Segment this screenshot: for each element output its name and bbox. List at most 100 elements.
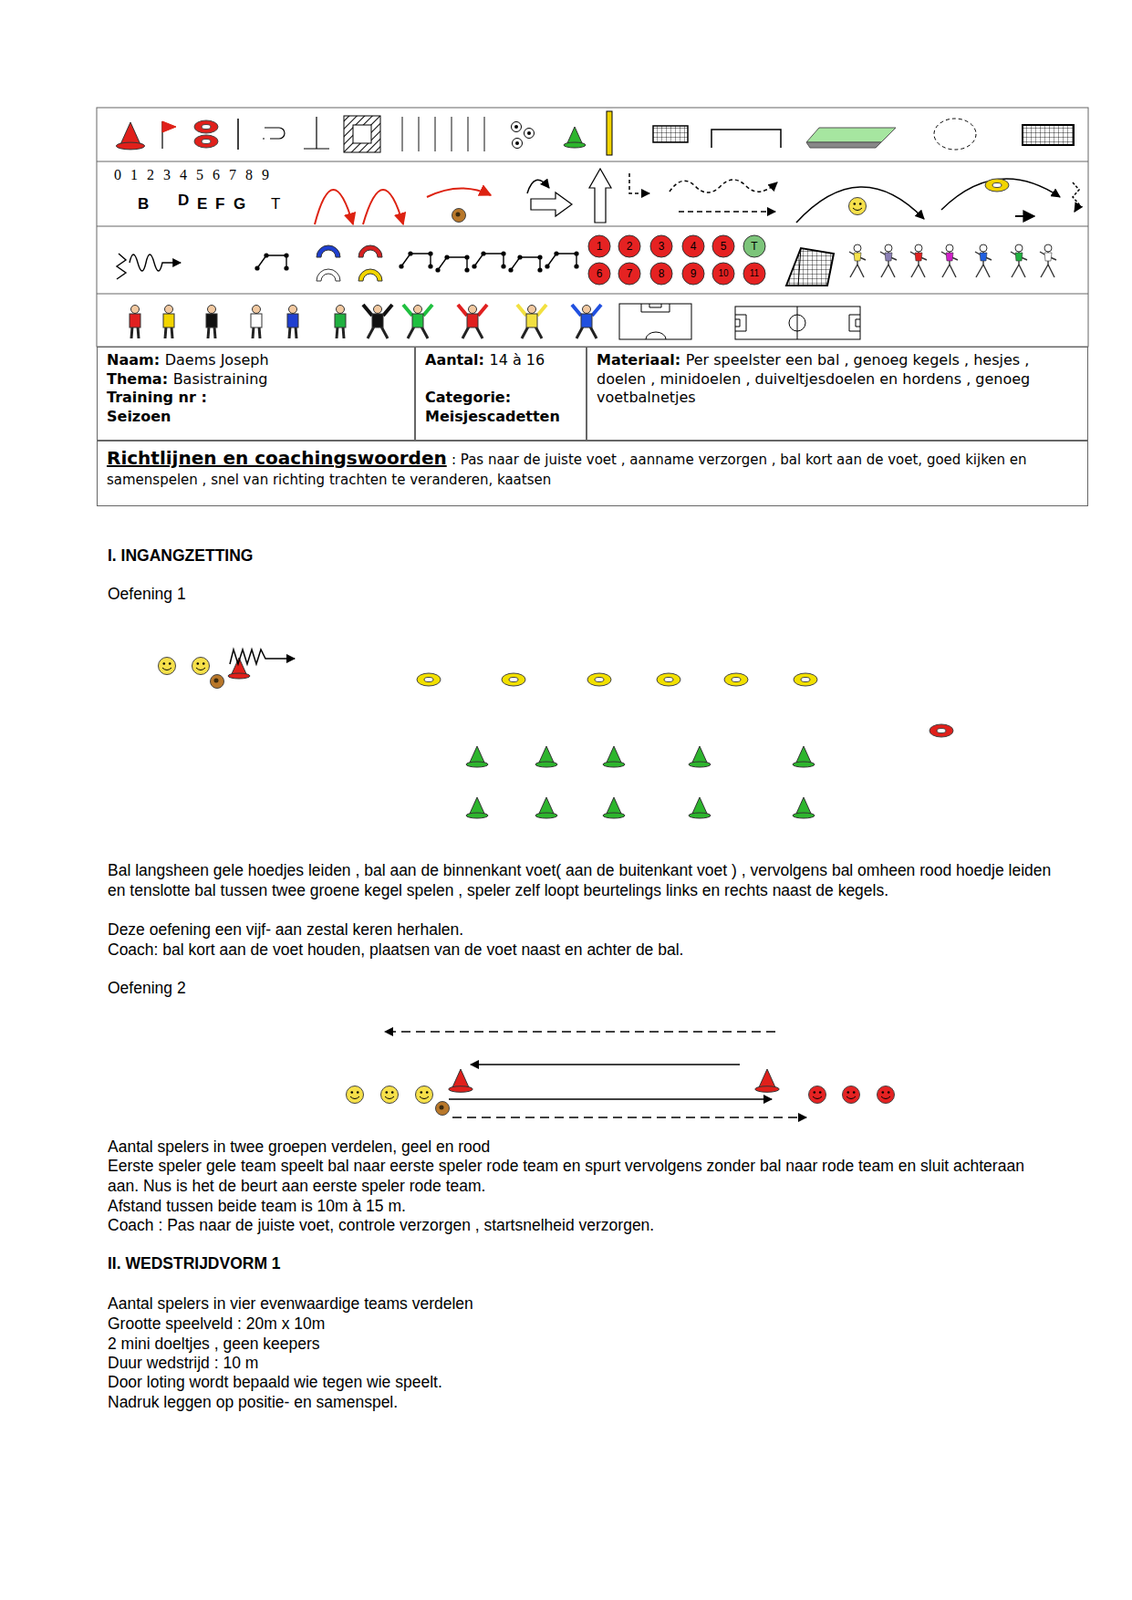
text-line: Seizoen (106, 407, 406, 427)
hurdle-symbol (437, 257, 468, 271)
text-line: Naam: Daems Joseph (106, 351, 406, 371)
letter-legend: G (233, 195, 246, 214)
body-text: Nadruk leggen op positie- en samenspel. (107, 1392, 1057, 1413)
half-pitch-lines (641, 303, 670, 340)
hurdle-foot (444, 254, 449, 260)
callout-number: 3 (650, 235, 673, 258)
field-label: Meisjescadetten (425, 407, 561, 426)
disc-hole (508, 677, 519, 683)
cone-base (466, 812, 489, 819)
arc-marker (316, 269, 341, 281)
callout-number: 1 (588, 235, 611, 258)
cone-symbol (792, 746, 815, 768)
hurdle-foot (435, 267, 440, 272)
shirt (412, 313, 424, 328)
smiley-face (415, 1086, 434, 1104)
smiley-eye (385, 1090, 389, 1094)
field-label: Aantal: (425, 351, 485, 369)
stick-figure (975, 244, 992, 278)
shirt (581, 313, 592, 328)
shirt (914, 252, 923, 261)
limbs (880, 251, 897, 278)
zigzag-arrow (1072, 182, 1080, 212)
ball-symbol (452, 208, 467, 223)
cone-base (448, 1086, 473, 1093)
limbs (941, 251, 958, 278)
legs (521, 326, 542, 339)
callout-number: 6 (588, 262, 611, 285)
section-heading: I. INGANGZETTING (107, 546, 253, 567)
body-text: Bal langsheen gele hoedjes leiden , bal … (107, 861, 1057, 902)
hurdle-foot (398, 263, 404, 269)
ball (210, 675, 225, 689)
keeper-icon (403, 304, 433, 339)
half-pitch (619, 303, 692, 340)
hurdle-foot (508, 267, 513, 272)
callout-number: 10 (712, 262, 735, 285)
number-disc (650, 235, 673, 258)
rope-symbol (262, 127, 285, 139)
head (207, 305, 217, 314)
cone-symbol (466, 746, 489, 768)
text-line: Materiaal:Per speelster een bal , genoeg… (596, 351, 1079, 408)
hurdle-foot (283, 265, 289, 271)
limbs (975, 251, 992, 278)
head (979, 244, 987, 252)
grid-goal (653, 125, 688, 143)
player-smiley (346, 1086, 364, 1104)
head (528, 305, 537, 314)
slalom-pole (401, 116, 404, 152)
body-text: Aantal spelers in twee groepen verdelen,… (107, 1137, 1057, 1158)
smiley-mouth (162, 667, 172, 671)
letter-legend: D (177, 191, 189, 210)
legs (252, 326, 260, 339)
head (1044, 244, 1052, 252)
field-value: Daems Joseph (165, 351, 270, 369)
shirt (467, 313, 478, 328)
head (373, 305, 383, 314)
small-ball-patch (527, 131, 531, 136)
keeper-icon (363, 304, 393, 339)
hurdle-symbol (257, 255, 287, 269)
smiley-mouth (812, 1096, 822, 1100)
cone-base (755, 1086, 779, 1093)
hatched-square-inner (353, 124, 372, 144)
slalom-pole (467, 116, 469, 152)
shirt (526, 313, 538, 328)
stand-symbol (303, 116, 330, 149)
flag (162, 121, 177, 133)
cone-symbol (602, 746, 625, 768)
cone-base (602, 812, 625, 819)
net-goal (1022, 124, 1074, 146)
hurdle-foot (407, 250, 413, 256)
legs (367, 326, 388, 339)
letter-legend: T (270, 195, 281, 214)
callout-number: 5 (712, 235, 735, 258)
field-label: Seizoen (106, 407, 171, 426)
shirt (250, 313, 262, 328)
ball-patch (214, 678, 219, 684)
cone-symbol (792, 797, 815, 819)
letter-legend: E (197, 195, 208, 214)
hurdle-foot (283, 252, 289, 258)
cone-base (115, 142, 145, 150)
number-disc (588, 262, 611, 285)
short-arrow (1015, 215, 1035, 218)
shirt (129, 313, 141, 328)
legs (576, 326, 597, 339)
body-text: Aantal spelers in vier evenwaardige team… (107, 1294, 1057, 1315)
text-line: Aantal:14 à 16 (425, 351, 577, 371)
text-line: Training nr : (106, 388, 406, 408)
player-icon (206, 305, 218, 340)
stick-figure (910, 244, 927, 278)
dribble-wave (129, 254, 181, 271)
legs (407, 326, 428, 339)
disc-hole (992, 183, 1002, 188)
callout-number: 2 (618, 235, 641, 258)
player-smiley (849, 197, 867, 216)
zigzag (116, 253, 126, 280)
keeper-icon (517, 304, 547, 339)
field-label: Naam: (106, 351, 160, 369)
smiley-eye (168, 662, 172, 665)
player-icon (163, 305, 175, 340)
